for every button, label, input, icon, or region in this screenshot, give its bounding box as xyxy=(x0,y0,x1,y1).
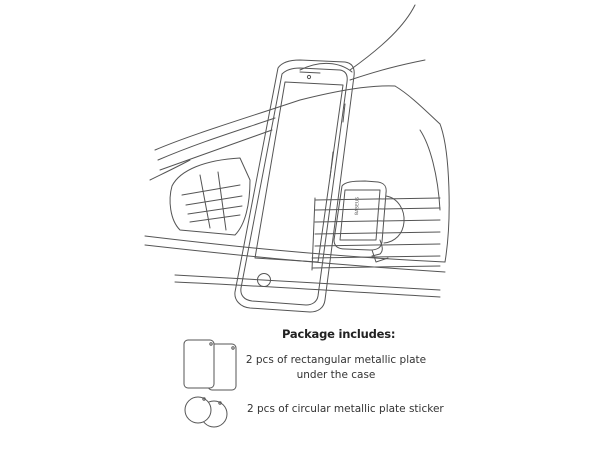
magnetic-mount xyxy=(333,180,405,263)
circular-plate-description: 2 pcs of circular metallic plate sticker xyxy=(247,403,444,415)
phone-outline xyxy=(234,59,355,313)
circular-plates-icon xyxy=(184,396,228,428)
package-includes-heading: Package includes: xyxy=(282,327,396,341)
rectangular-plate-description: 2 pcs of rectangular metallic plate unde… xyxy=(236,353,436,383)
rectangular-plate-line-2: under the case xyxy=(296,369,376,381)
dashboard-outline xyxy=(144,85,450,298)
left-air-vent xyxy=(169,157,251,236)
rectangular-plate-line-1: 2 pcs of rectangular metallic plate xyxy=(245,354,427,366)
right-air-vent xyxy=(311,197,441,271)
mount-brand-label: BASEUS xyxy=(354,197,361,215)
rectangular-plates-icon xyxy=(183,339,237,391)
